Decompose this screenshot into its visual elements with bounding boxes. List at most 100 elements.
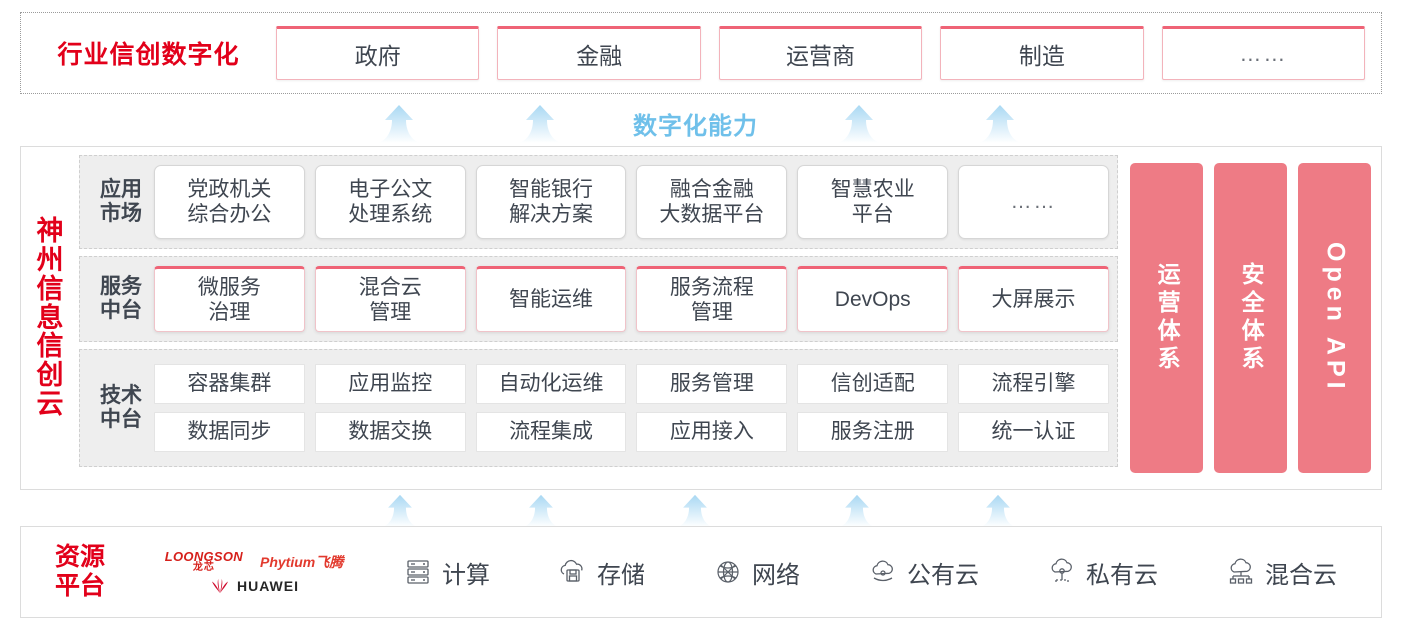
tech-cell-data-exchange[interactable]: 数据交换: [314, 412, 466, 452]
cell-line: 党政机关: [187, 177, 272, 201]
pillar-open-api[interactable]: Open API: [1298, 163, 1371, 473]
resource-item-public-cloud[interactable]: 公有云: [868, 555, 979, 590]
layer-label-line: 中台: [100, 408, 142, 431]
resource-item-label: 混合云: [1265, 561, 1337, 589]
cell-line: 智能银行: [509, 177, 594, 201]
public-cloud-icon: [868, 557, 898, 587]
svc-cell-microservice-governance[interactable]: 微服务 治理: [154, 266, 305, 332]
up-arrow-icon: [978, 104, 1022, 144]
resource-item-compute[interactable]: 计算: [403, 555, 490, 590]
huawei-logo: HUAWEI: [209, 578, 299, 594]
up-arrow-icon: [518, 104, 562, 144]
tech-cell-automated-ops[interactable]: 自动化运维: [475, 364, 627, 404]
up-arrow-icon: [378, 494, 422, 528]
resource-item-label: 私有云: [1086, 561, 1158, 589]
cloud-title-char: 创: [36, 360, 64, 391]
tech-cell-process-integration[interactable]: 流程集成: [475, 412, 627, 452]
cell-line: 电子公文: [348, 177, 433, 201]
cloud-panel-body: 应用 市场 党政机关 综合办公: [79, 147, 1381, 489]
app-cell-edoc-system[interactable]: 电子公文 处理系统: [314, 165, 466, 239]
private-cloud-icon: [1047, 557, 1077, 587]
tech-cell-container-cluster[interactable]: 容器集群: [154, 364, 305, 404]
vendor-row: HUAWEI: [209, 578, 299, 594]
app-cell-government-office[interactable]: 党政机关 综合办公: [154, 165, 305, 239]
tech-cell-unified-auth[interactable]: 统一认证: [958, 412, 1109, 452]
resource-item-label: 计算: [442, 561, 490, 589]
cell-line: 融合金融: [669, 177, 754, 201]
industry-box-manufacturing[interactable]: 制造: [940, 26, 1144, 80]
pillar-label: Open API: [1321, 242, 1350, 394]
layer-app-market: 应用 市场 党政机关 综合办公: [79, 155, 1118, 249]
pillar-group: 运营体系 安全体系 Open API: [1118, 155, 1371, 481]
app-cell-smart-banking[interactable]: 智能银行 解决方案: [475, 165, 627, 239]
huawei-flower-icon: [209, 578, 231, 594]
cell-line: 智慧农业: [830, 177, 915, 201]
pillar-operations-system[interactable]: 运营体系: [1130, 163, 1203, 473]
up-arrow-icon: [673, 494, 717, 528]
resource-item-label: 网络: [752, 561, 800, 589]
up-arrow-icon: [837, 104, 881, 144]
svc-cell-big-screen-display[interactable]: 大屏展示: [958, 266, 1109, 332]
cell-line: 管理: [690, 301, 733, 324]
resource-item-label: 存储: [597, 561, 645, 589]
industry-box-operator[interactable]: 运营商: [718, 26, 923, 80]
svc-cell-hybrid-cloud-management[interactable]: 混合云 管理: [314, 266, 466, 332]
svc-cell-aiops[interactable]: 智能运维: [475, 266, 627, 332]
resource-panel-title: 资源 平台: [21, 543, 139, 602]
cloud-panel: 神 州 信 息 信 创 云 应用 市场: [20, 146, 1382, 490]
pillar-label: 运营体系: [1154, 262, 1181, 374]
industry-box-more[interactable]: ……: [1161, 26, 1366, 80]
tech-cell-xinchuang-adaptation[interactable]: 信创适配: [797, 364, 949, 404]
phytium-logo: Phytium飞腾: [260, 553, 344, 570]
loongson-logo-en: LOONGSON: [164, 549, 243, 564]
cloud-title-char: 息: [36, 302, 64, 333]
industry-box-government[interactable]: 政府: [276, 26, 480, 80]
app-market-cells: 党政机关 综合办公 电子公文 处理系统: [154, 165, 1109, 239]
cloud-panel-title: 神 州 信 息 信 创 云: [21, 147, 79, 489]
cell-line: 管理: [369, 301, 412, 324]
pillar-label: 安全体系: [1238, 262, 1265, 374]
app-cell-smart-agriculture[interactable]: 智慧农业 平台: [797, 165, 949, 239]
capability-label: 数字化能力: [633, 113, 758, 140]
tech-cell-app-monitoring[interactable]: 应用监控: [314, 364, 466, 404]
layer-label-line: 服务: [100, 275, 142, 299]
cell-line: 微服务: [197, 275, 261, 299]
industry-box-list: 政府 金融 运营商 制造 ……: [276, 26, 1381, 80]
cloud-title-char: 云: [36, 389, 64, 420]
app-cell-finance-bigdata[interactable]: 融合金融 大数据平台: [636, 165, 788, 239]
loongson-logo: LOONGSON 龙芯: [165, 550, 243, 573]
tech-cell-service-management[interactable]: 服务管理: [636, 364, 788, 404]
tech-cell-service-registry[interactable]: 服务注册: [797, 412, 949, 452]
resource-item-network[interactable]: 网络: [713, 555, 800, 590]
capability-arrow-row: 数字化能力: [0, 100, 1402, 144]
pillar-security-system[interactable]: 安全体系: [1214, 163, 1287, 473]
resource-item-hybrid-cloud[interactable]: 混合云: [1226, 555, 1337, 590]
up-arrow-icon: [519, 494, 563, 528]
cell-line: 平台: [851, 203, 894, 226]
tech-cell-app-access[interactable]: 应用接入: [636, 412, 788, 452]
resource-item-list: 计算 存储: [369, 555, 1381, 590]
layer-stack: 应用 市场 党政机关 综合办公: [79, 155, 1118, 481]
resource-item-storage[interactable]: 存储: [558, 555, 645, 590]
industry-box-finance[interactable]: 金融: [497, 26, 701, 80]
svc-cell-service-process-management[interactable]: 服务流程 管理: [636, 266, 788, 332]
tech-cell-process-engine[interactable]: 流程引擎: [958, 364, 1109, 404]
tech-row: 容器集群 应用监控 自动化运维 服务管理 信创适配 流程引擎: [154, 364, 1109, 404]
server-icon: [403, 557, 433, 587]
svc-cell-devops[interactable]: DevOps: [797, 266, 949, 332]
layer-label-line: 中台: [100, 299, 142, 322]
industry-band-title: 行业信创数字化: [57, 41, 240, 69]
up-arrow-icon: [835, 494, 879, 528]
resource-title-line: 资源: [54, 542, 105, 571]
cell-line: 处理系统: [348, 203, 433, 226]
loongson-logo-cn: 龙芯: [192, 562, 215, 573]
vendor-row: LOONGSON 龙芯 Phytium飞腾: [165, 550, 343, 573]
resource-title-line: 平台: [54, 572, 105, 600]
storage-cloud-icon: [558, 557, 588, 587]
tech-cell-data-sync[interactable]: 数据同步: [154, 412, 305, 452]
up-arrow-icon: [377, 104, 421, 144]
app-cell-more[interactable]: ……: [958, 165, 1109, 239]
up-arrow-icon: [976, 494, 1020, 528]
resource-item-private-cloud[interactable]: 私有云: [1047, 555, 1158, 590]
